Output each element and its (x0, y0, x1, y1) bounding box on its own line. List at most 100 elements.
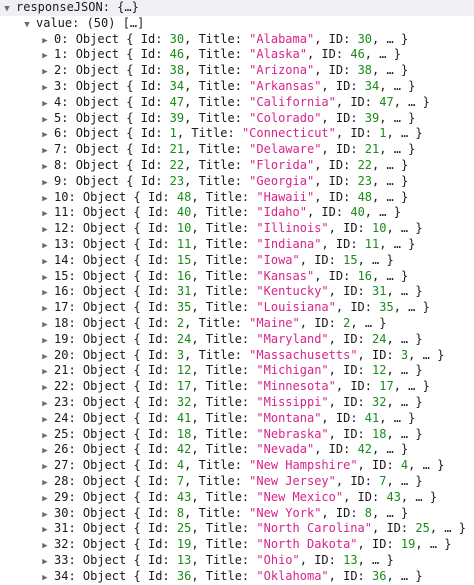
triangle-right-icon[interactable]: ▶ (42, 114, 48, 125)
tree-node-object[interactable]: ▶4: Object { Id: 47, Title: "California"… (0, 95, 474, 111)
tree-node-object[interactable]: ▶34: Object { Id: 36, Title: "Oklahoma",… (0, 569, 474, 585)
tree-node-object[interactable]: ▶30: Object { Id: 8, Title: "New York", … (0, 506, 474, 522)
tree-node-object[interactable]: ▶9: Object { Id: 23, Title: "Georgia", I… (0, 174, 474, 190)
separator: , (191, 568, 206, 583)
tree-node-object[interactable]: ▶27: Object { Id: 4, Title: "New Hampshi… (0, 458, 474, 474)
triangle-right-icon[interactable]: ▶ (42, 525, 48, 536)
ellipsis: … (372, 552, 380, 567)
tree-node-object[interactable]: ▶17: Object { Id: 35, Title: "Louisiana"… (0, 300, 474, 316)
separator: , (314, 31, 329, 46)
triangle-right-icon[interactable]: ▶ (42, 272, 48, 283)
triangle-right-icon[interactable]: ▶ (42, 414, 48, 425)
triangle-right-icon[interactable]: ▶ (42, 256, 48, 267)
tree-node-object[interactable]: ▶14: Object { Id: 15, Title: "Iowa", ID:… (0, 253, 474, 269)
tree-node-object[interactable]: ▶19: Object { Id: 24, Title: "Maryland",… (0, 332, 474, 348)
separator: , (372, 442, 387, 457)
triangle-right-icon[interactable]: ▶ (42, 161, 48, 172)
tree-node-object[interactable]: ▶13: Object { Id: 11, Title: "Indiana", … (0, 237, 474, 253)
triangle-right-icon[interactable]: ▶ (42, 462, 48, 473)
triangle-right-icon[interactable]: ▶ (42, 335, 48, 346)
open-brace: { (126, 47, 134, 62)
tree-node-object[interactable]: ▶28: Object { Id: 7, Title: "New Jersey"… (0, 474, 474, 490)
id-key: Id: (140, 47, 163, 62)
tree-node-object[interactable]: ▶1: Object { Id: 46, Title: "Alaska", ID… (0, 47, 474, 63)
id-key: Id: (147, 236, 170, 251)
triangle-right-icon[interactable]: ▶ (42, 146, 48, 157)
tree-node-object[interactable]: ▶23: Object { Id: 32, Title: "Missippi",… (0, 395, 474, 411)
tree-node-responseJSON[interactable]: ▼responseJSON: {…} (0, 0, 474, 16)
tree-node-object[interactable]: ▶22: Object { Id: 17, Title: "Minnesota"… (0, 379, 474, 395)
separator (415, 300, 422, 314)
separator (170, 348, 177, 362)
triangle-down-icon[interactable]: ▼ (24, 19, 30, 30)
separator: , (400, 489, 416, 504)
open-brace: { (133, 505, 141, 520)
tree-node-object[interactable]: ▶7: Object { Id: 21, Title: "Delaware", … (0, 142, 474, 158)
tree-node-object[interactable]: ▶16: Object { Id: 31, Title: "Kentucky",… (0, 284, 474, 300)
tree-node-object[interactable]: ▶15: Object { Id: 16, Title: "Kansas", I… (0, 269, 474, 285)
triangle-right-icon[interactable]: ▶ (42, 35, 48, 46)
triangle-right-icon[interactable]: ▶ (42, 51, 48, 62)
tree-node-object[interactable]: ▶8: Object { Id: 22, Title: "Florida", I… (0, 158, 474, 174)
tree-node-object[interactable]: ▶26: Object { Id: 42, Title: "Nevada", I… (0, 442, 474, 458)
triangle-right-icon[interactable]: ▶ (42, 477, 48, 488)
tree-node-object[interactable]: ▶3: Object { Id: 34, Title: "Arkansas", … (0, 79, 474, 95)
id2-value: 36 (372, 568, 387, 583)
triangle-down-icon[interactable]: ▼ (4, 4, 10, 14)
triangle-right-icon[interactable]: ▶ (42, 225, 48, 236)
tree-node-object[interactable]: ▶25: Object { Id: 18, Title: "Nebraska",… (0, 427, 474, 443)
tree-node-object[interactable]: ▶5: Object { Id: 39, Title: "Colorado", … (0, 111, 474, 127)
separator: , (393, 379, 409, 394)
triangle-right-icon[interactable]: ▶ (42, 446, 48, 457)
triangle-right-icon[interactable]: ▶ (42, 304, 48, 315)
id2-key: ID: (328, 189, 351, 204)
triangle-right-icon[interactable]: ▶ (42, 130, 48, 141)
tree-node-object[interactable]: ▶10: Object { Id: 48, Title: "Hawaii", I… (0, 190, 474, 206)
tree-node-object[interactable]: ▶2: Object { Id: 38, Title: "Arizona", I… (0, 63, 474, 79)
triangle-right-icon[interactable]: ▶ (42, 98, 48, 109)
separator: , (386, 426, 401, 441)
triangle-right-icon[interactable]: ▶ (42, 509, 48, 520)
triangle-right-icon[interactable]: ▶ (42, 319, 48, 330)
triangle-right-icon[interactable]: ▶ (42, 67, 48, 78)
tree-node-object[interactable]: ▶0: Object { Id: 30, Title: "Alabama", I… (0, 32, 474, 48)
separator (141, 569, 148, 583)
tree-node-object[interactable]: ▶20: Object { Id: 3, Title: "Massachuset… (0, 348, 474, 364)
triangle-right-icon[interactable]: ▶ (42, 193, 48, 204)
separator: , (299, 252, 315, 267)
tree-node-object[interactable]: ▶31: Object { Id: 25, Title: "North Caro… (0, 521, 474, 537)
title-value: "California" (249, 94, 336, 109)
separator (126, 490, 133, 504)
separator (350, 190, 357, 204)
triangle-right-icon[interactable]: ▶ (42, 398, 48, 409)
tree-node-object[interactable]: ▶21: Object { Id: 12, Title: "Michigan",… (0, 363, 474, 379)
tree-node-object[interactable]: ▶24: Object { Id: 41, Title: "Montana", … (0, 411, 474, 427)
tree-node-object[interactable]: ▶6: Object { Id: 1, Title: "Connecticut"… (0, 126, 474, 142)
triangle-right-icon[interactable]: ▶ (42, 240, 48, 251)
separator: , (191, 537, 206, 552)
triangle-right-icon[interactable]: ▶ (42, 556, 48, 567)
triangle-right-icon[interactable]: ▶ (42, 430, 48, 441)
tree-node-object[interactable]: ▶12: Object { Id: 10, Title: "Illinois",… (0, 221, 474, 237)
triangle-right-icon[interactable]: ▶ (42, 572, 48, 583)
triangle-right-icon[interactable]: ▶ (42, 383, 48, 394)
tree-node-value[interactable]: ▼value: (50) […] (0, 16, 474, 32)
triangle-right-icon[interactable]: ▶ (42, 177, 48, 188)
id-value: 24 (176, 331, 192, 346)
triangle-right-icon[interactable]: ▶ (42, 351, 48, 362)
triangle-right-icon[interactable]: ▶ (42, 541, 48, 552)
separator (170, 521, 177, 535)
triangle-right-icon[interactable]: ▶ (42, 209, 48, 220)
object-type: Object (82, 505, 127, 520)
triangle-right-icon[interactable]: ▶ (42, 288, 48, 299)
triangle-right-icon[interactable]: ▶ (42, 493, 48, 504)
tree-node-object[interactable]: ▶33: Object { Id: 13, Title: "Ohio", ID:… (0, 553, 474, 569)
ellipsis: … (429, 537, 438, 552)
tree-node-object[interactable]: ▶11: Object { Id: 40, Title: "Idaho", ID… (0, 205, 474, 221)
tree-node-object[interactable]: ▶18: Object { Id: 2, Title: "Maine", ID:… (0, 316, 474, 332)
triangle-right-icon[interactable]: ▶ (42, 82, 48, 93)
tree-node-object[interactable]: ▶32: Object { Id: 19, Title: "North Dako… (0, 537, 474, 553)
id2-key: ID: (321, 205, 344, 220)
triangle-right-icon[interactable]: ▶ (42, 367, 48, 378)
tree-node-object[interactable]: ▶29: Object { Id: 43, Title: "New Mexico… (0, 490, 474, 506)
